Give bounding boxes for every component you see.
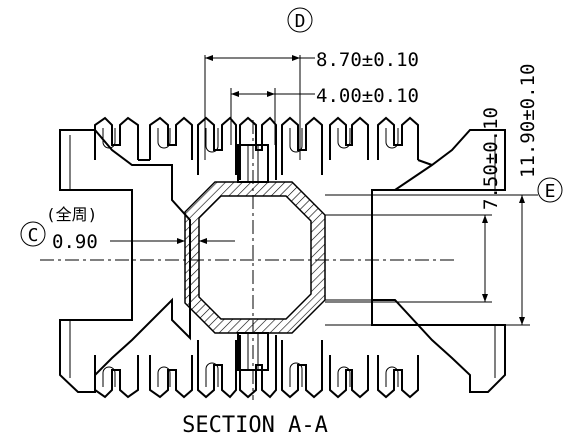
callout-d-label: D bbox=[295, 11, 306, 32]
callout-d: D bbox=[287, 7, 313, 33]
dim-outer-height: 11.90±0.10 bbox=[325, 64, 539, 326]
core-wall bbox=[184, 144, 326, 371]
dim-inner-height-label: 7.50±0.10 bbox=[480, 107, 502, 210]
wall-note-label: (全周) bbox=[46, 205, 97, 224]
dim-inner-width-label: 4.00±0.10 bbox=[316, 85, 419, 107]
dim-outer-width: 8.70±0.10 bbox=[204, 49, 419, 160]
left-body bbox=[59, 129, 191, 393]
callout-c-label: C bbox=[28, 225, 39, 246]
callout-e: E bbox=[530, 177, 563, 203]
top-pin-row bbox=[94, 116, 433, 180]
right-body bbox=[325, 129, 506, 393]
dim-inner-width: 4.00±0.10 bbox=[230, 85, 419, 145]
callout-e-label: E bbox=[545, 181, 556, 202]
bottom-pin-row bbox=[94, 335, 419, 399]
wall-thickness-label: 0.90 bbox=[52, 231, 98, 253]
center-lines bbox=[40, 120, 455, 400]
section-title: SECTION A-A bbox=[182, 413, 328, 438]
dim-inner-height: 7.50±0.10 bbox=[325, 107, 502, 303]
dim-outer-height-label: 11.90±0.10 bbox=[517, 64, 539, 178]
dim-wall-thickness: (全周) 0.90 C bbox=[20, 205, 235, 253]
dim-outer-width-label: 8.70±0.10 bbox=[316, 49, 419, 71]
